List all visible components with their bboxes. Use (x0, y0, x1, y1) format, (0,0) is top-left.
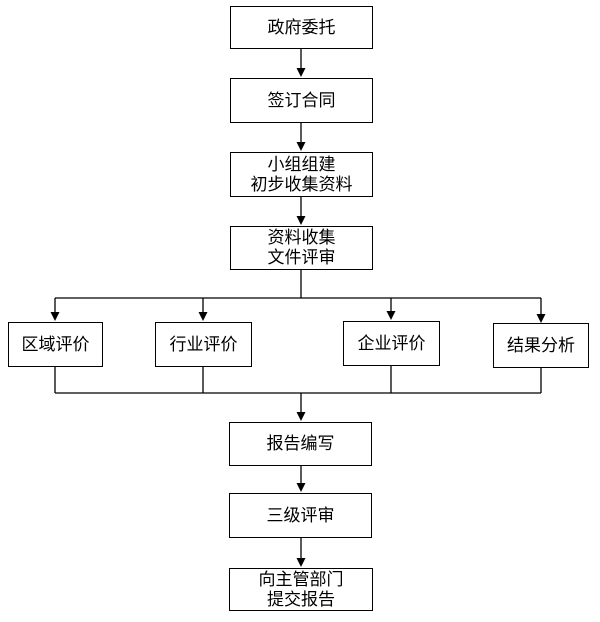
connector-lines (54, 49, 542, 560)
flow-node-sign-contract: 签订合同 (230, 78, 373, 123)
flow-node-three-level-review: 三级评审 (229, 493, 372, 538)
flow-node-submit-report: 向主管部门 提交报告 (229, 568, 373, 611)
arrow-heads (50, 68, 546, 567)
flow-node-team-formation: 小组组建 初步收集资料 (230, 152, 373, 197)
flow-node-regional-evaluation: 区域评价 (8, 322, 103, 367)
flow-node-enterprise-evaluation: 企业评价 (343, 321, 440, 366)
flow-node-data-collection-review: 资料收集 文件评审 (230, 226, 373, 270)
flow-node-industry-evaluation: 行业评价 (155, 322, 252, 367)
flow-node-report-writing: 报告编写 (229, 422, 372, 466)
flow-node-result-analysis: 结果分析 (493, 323, 589, 368)
flow-node-government-commission: 政府委托 (230, 6, 373, 49)
